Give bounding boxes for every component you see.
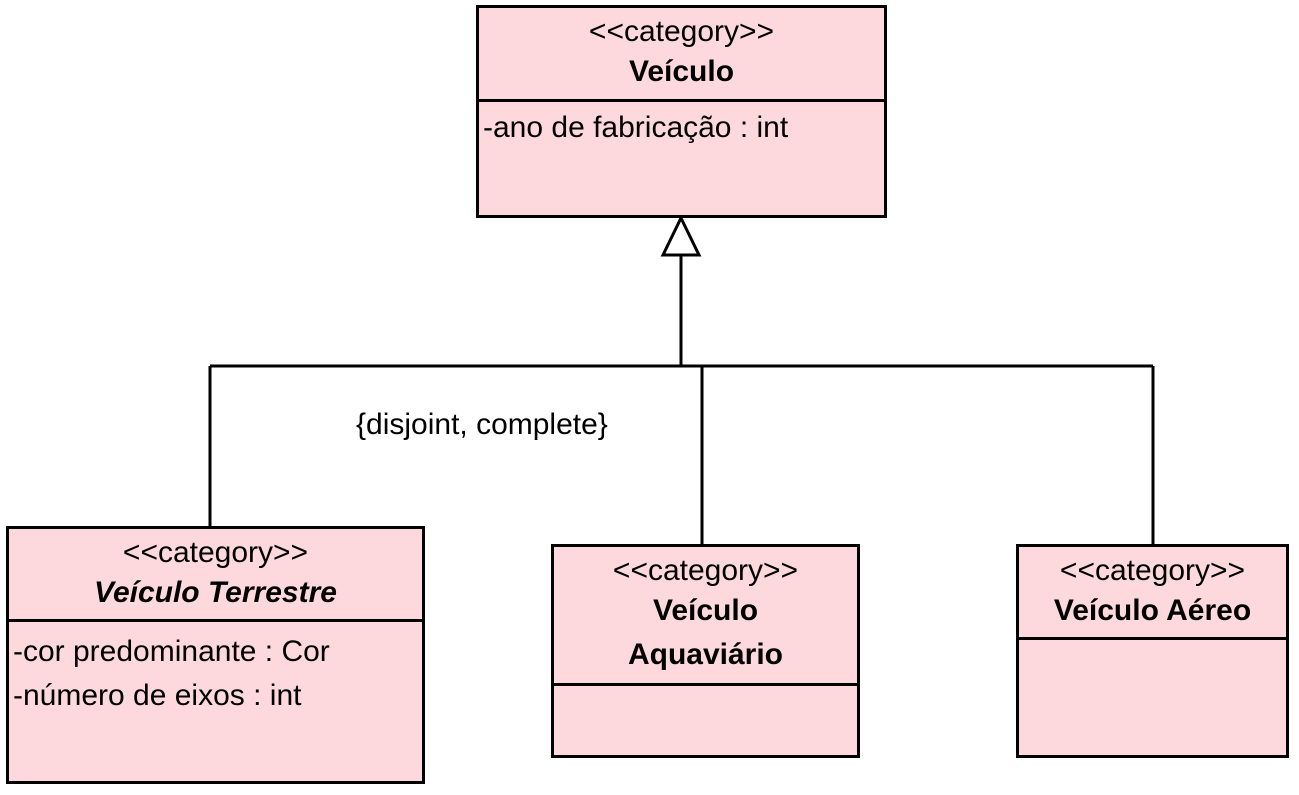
- stereotype-label: <<category>>: [122, 536, 309, 569]
- attribute-compartment: -cor predominante : Cor -número de eixos…: [9, 622, 422, 781]
- class-header: <<category>> Veículo: [479, 8, 884, 102]
- class-header: <<category>> Veículo Aéreo: [1019, 547, 1286, 640]
- stereotype-label: <<category>>: [588, 15, 775, 48]
- class-name: Veículo: [628, 55, 735, 88]
- class-header: <<category>> Veículo Terrestre: [9, 529, 422, 622]
- class-name-line-2: Aquaviário: [627, 638, 784, 671]
- class-veiculo-aereo[interactable]: <<category>> Veículo Aéreo: [1016, 544, 1289, 758]
- generalization-arrowhead: [660, 214, 702, 257]
- attribute: -ano de fabricação : int: [483, 111, 789, 144]
- class-name: Veículo Aéreo: [1053, 594, 1252, 627]
- generalization-set-constraint: {disjoint, complete}: [356, 408, 608, 441]
- stereotype-label: <<category>>: [1059, 554, 1246, 587]
- class-veiculo-aquaviario[interactable]: <<category>> Veículo Aquaviário: [551, 544, 860, 758]
- class-name: Veículo Terrestre: [94, 576, 337, 609]
- attribute: -número de eixos : int: [13, 679, 302, 712]
- attribute-compartment: [554, 686, 857, 755]
- class-name-line-1: Veículo: [652, 594, 759, 627]
- class-veiculo-terrestre[interactable]: <<category>> Veículo Terrestre -cor pred…: [6, 526, 425, 784]
- attribute: -cor predominante : Cor: [13, 635, 330, 668]
- attribute-compartment: -ano de fabricação : int: [479, 102, 884, 215]
- stereotype-label: <<category>>: [612, 554, 799, 587]
- attribute-compartment: [1019, 640, 1286, 755]
- class-header: <<category>> Veículo Aquaviário: [554, 547, 857, 686]
- class-veiculo[interactable]: <<category>> Veículo -ano de fabricação …: [476, 5, 887, 218]
